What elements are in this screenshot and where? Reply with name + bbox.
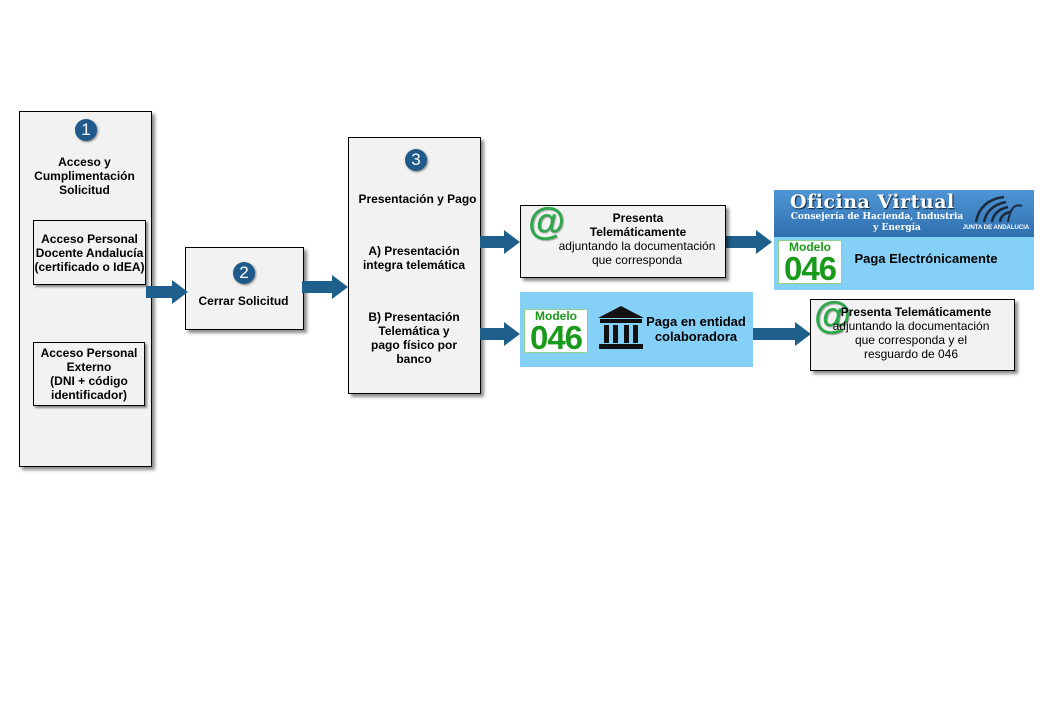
step2-box [185, 247, 304, 330]
oficina-virtual-title: Oficina Virtual [790, 191, 955, 213]
arrow-telematic-to-oficina [724, 230, 772, 254]
step3-box [348, 137, 481, 394]
telematic-title: Presenta Telemáticamente [589, 211, 687, 239]
step3-title: Presentación y Pago [358, 192, 477, 206]
arrow-step2-to-step3 [302, 275, 348, 299]
oficina-virtual-subtitle: Consejería de Hacienda, Industria y Ener… [790, 212, 964, 233]
telematic-body: adjuntando la documentación que correspo… [558, 239, 716, 267]
step1-title: Acceso y Cumplimentación Solicitud [34, 155, 135, 197]
step3-number-badge: 3 [405, 149, 427, 171]
step2-number-badge: 2 [233, 262, 255, 284]
modelo-046-logo-bank: Modelo 046 [524, 309, 588, 355]
oficina-virtual-banner: Oficina Virtual Consejería de Hacienda, … [774, 190, 1034, 237]
at-icon: @ [528, 201, 566, 243]
bank-icon [598, 306, 644, 349]
junta-andalucia-logo-icon [974, 195, 1023, 223]
arrow-step3-to-telematic [480, 230, 520, 254]
arrow-step1-to-step2 [146, 280, 188, 304]
arrow-step3-to-bank [480, 322, 520, 346]
arrow-bank-to-presenta [753, 322, 811, 346]
telematic-presentation-box [520, 205, 726, 278]
step1-number-badge: 1 [75, 119, 97, 141]
junta-andalucia-logo-text: JUNTA DE ANDALUCIA [962, 225, 1030, 231]
telematic-presentation-box-2 [810, 299, 1015, 371]
access-docente-option: Acceso Personal Docente Andalucía (certi… [33, 220, 146, 285]
at-icon-2: @ [814, 295, 852, 337]
telematic-2-title: Presenta Telemáticamente [840, 305, 992, 319]
step3-option-a: A) Presentación integra telemática [362, 244, 466, 272]
telematic-2-body: adjuntando la documentación que correspo… [832, 319, 990, 361]
step1-box [19, 111, 152, 467]
bank-payment-label: Paga en entidad colaboradora [646, 314, 746, 344]
modelo-046-logo: Modelo 046 [778, 240, 842, 286]
step2-label: Cerrar Solicitud [198, 294, 289, 308]
access-externo-option: Acceso Personal Externo (DNI + código id… [33, 342, 145, 406]
step3-option-b: B) Presentación Telemática y pago físico… [368, 310, 460, 366]
paga-electronicamente-label: Paga Electrónicamente [854, 251, 998, 266]
